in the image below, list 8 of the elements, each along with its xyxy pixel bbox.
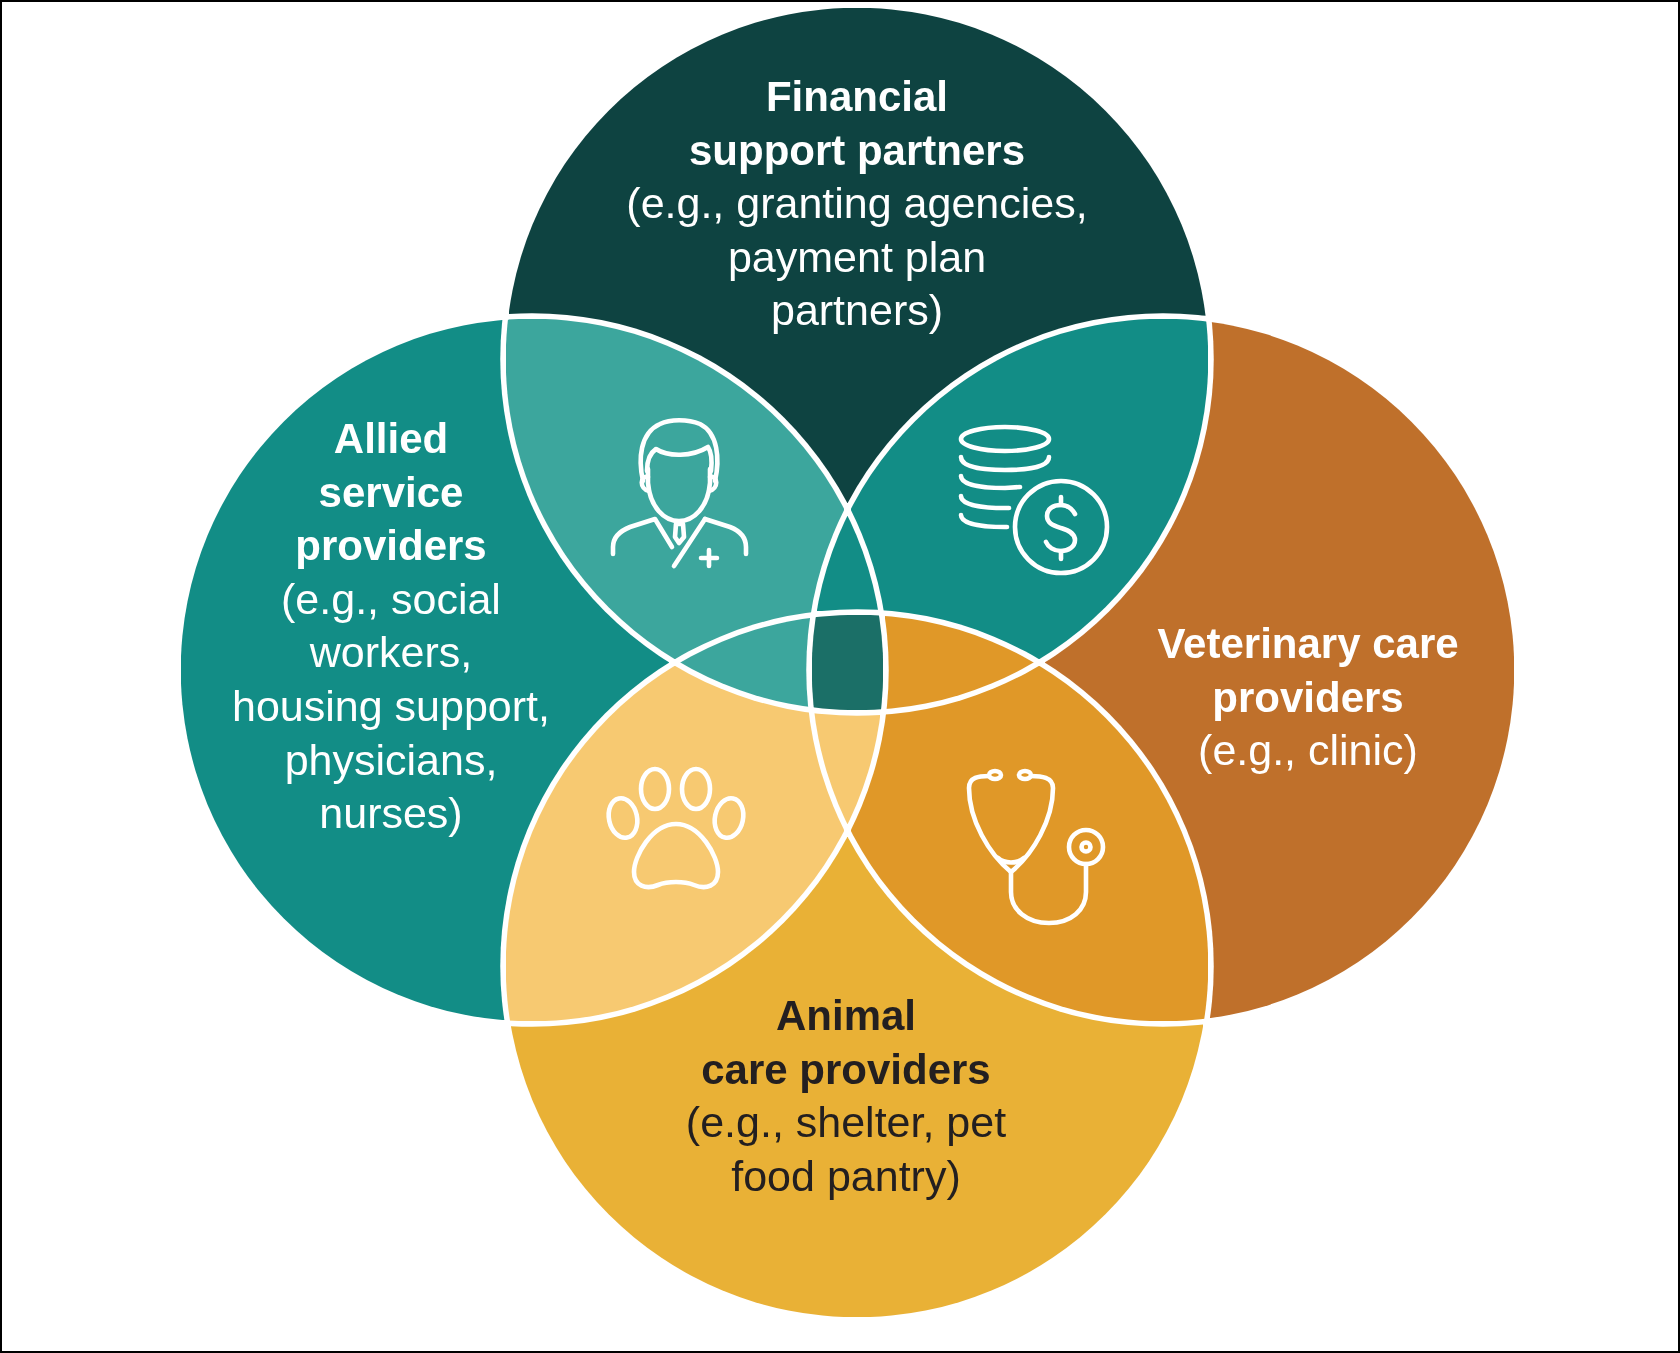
group-examples: (e.g., social workers, housing support, physicians, nurses) (232, 573, 550, 840)
group-title: Financial support partners (688, 72, 1026, 176)
group-examples: (e.g., clinic) (1197, 725, 1419, 777)
group-title: Veterinary care providers (1157, 619, 1459, 723)
group-examples: (e.g., granting agencies, payment plan partners) (626, 178, 1088, 337)
group-title: Animal care providers (700, 991, 992, 1095)
group-examples: (e.g., shelter, pet food pantry) (685, 1097, 1007, 1202)
group-title: Allied service providers (294, 414, 488, 572)
